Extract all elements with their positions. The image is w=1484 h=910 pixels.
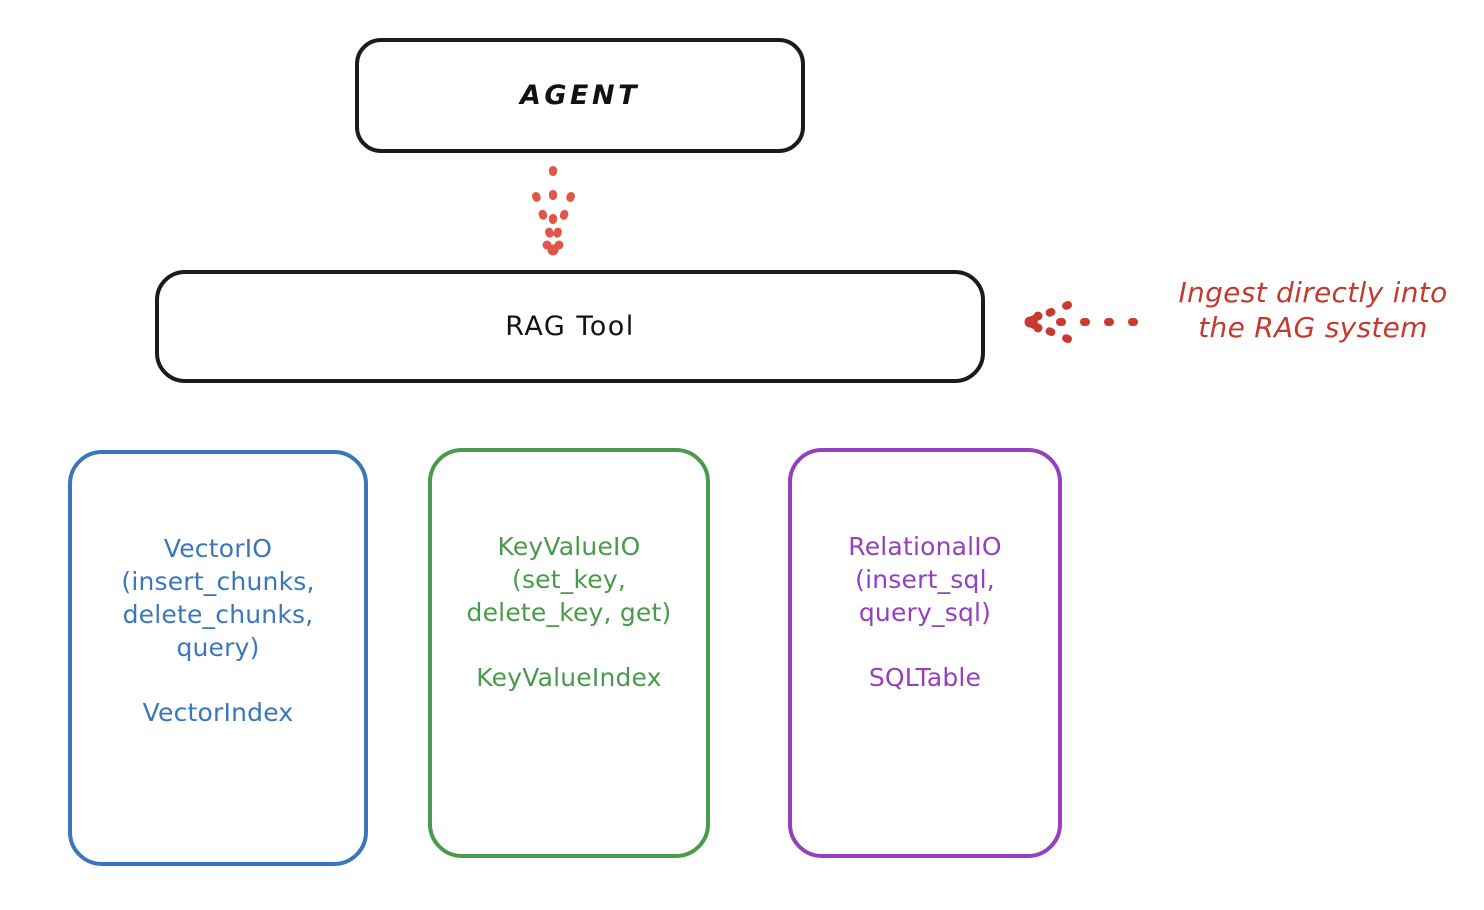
- node-vector-io-content: VectorIO (insert_chunks, delete_chunks, …: [72, 454, 364, 727]
- node-relational-io-sublabel: SQLTable: [868, 663, 982, 692]
- node-relational-io[interactable]: RelationalIO (insert_sql, query_sql) SQL…: [788, 448, 1062, 858]
- node-relational-io-content: RelationalIO (insert_sql, query_sql) SQL…: [792, 452, 1058, 692]
- annotation-ingest-directly: Ingest directly into the RAG system: [1178, 276, 1448, 345]
- connector-ingest-to-rag-tool: [1024, 301, 1138, 343]
- node-rag-tool-label: RAG Tool: [505, 311, 635, 342]
- node-vector-io-sublabel: VectorIndex: [142, 698, 294, 727]
- node-key-value-io-sublabel: KeyValueIndex: [476, 663, 662, 692]
- node-vector-io[interactable]: VectorIO (insert_chunks, delete_chunks, …: [68, 450, 368, 866]
- node-rag-tool[interactable]: RAG Tool: [155, 270, 985, 383]
- connector-agent-to-rag-tool: [532, 166, 575, 256]
- node-agent-label: AGENT: [519, 80, 640, 111]
- node-relational-io-label: RelationalIO (insert_sql, query_sql): [848, 532, 1002, 627]
- node-key-value-io-label: KeyValueIO (set_key, delete_key, get): [466, 532, 672, 627]
- node-key-value-io-content: KeyValueIO (set_key, delete_key, get) Ke…: [432, 452, 706, 692]
- node-vector-io-label: VectorIO (insert_chunks, delete_chunks, …: [121, 534, 315, 662]
- node-agent[interactable]: AGENT: [355, 38, 805, 153]
- node-key-value-io[interactable]: KeyValueIO (set_key, delete_key, get) Ke…: [428, 448, 710, 858]
